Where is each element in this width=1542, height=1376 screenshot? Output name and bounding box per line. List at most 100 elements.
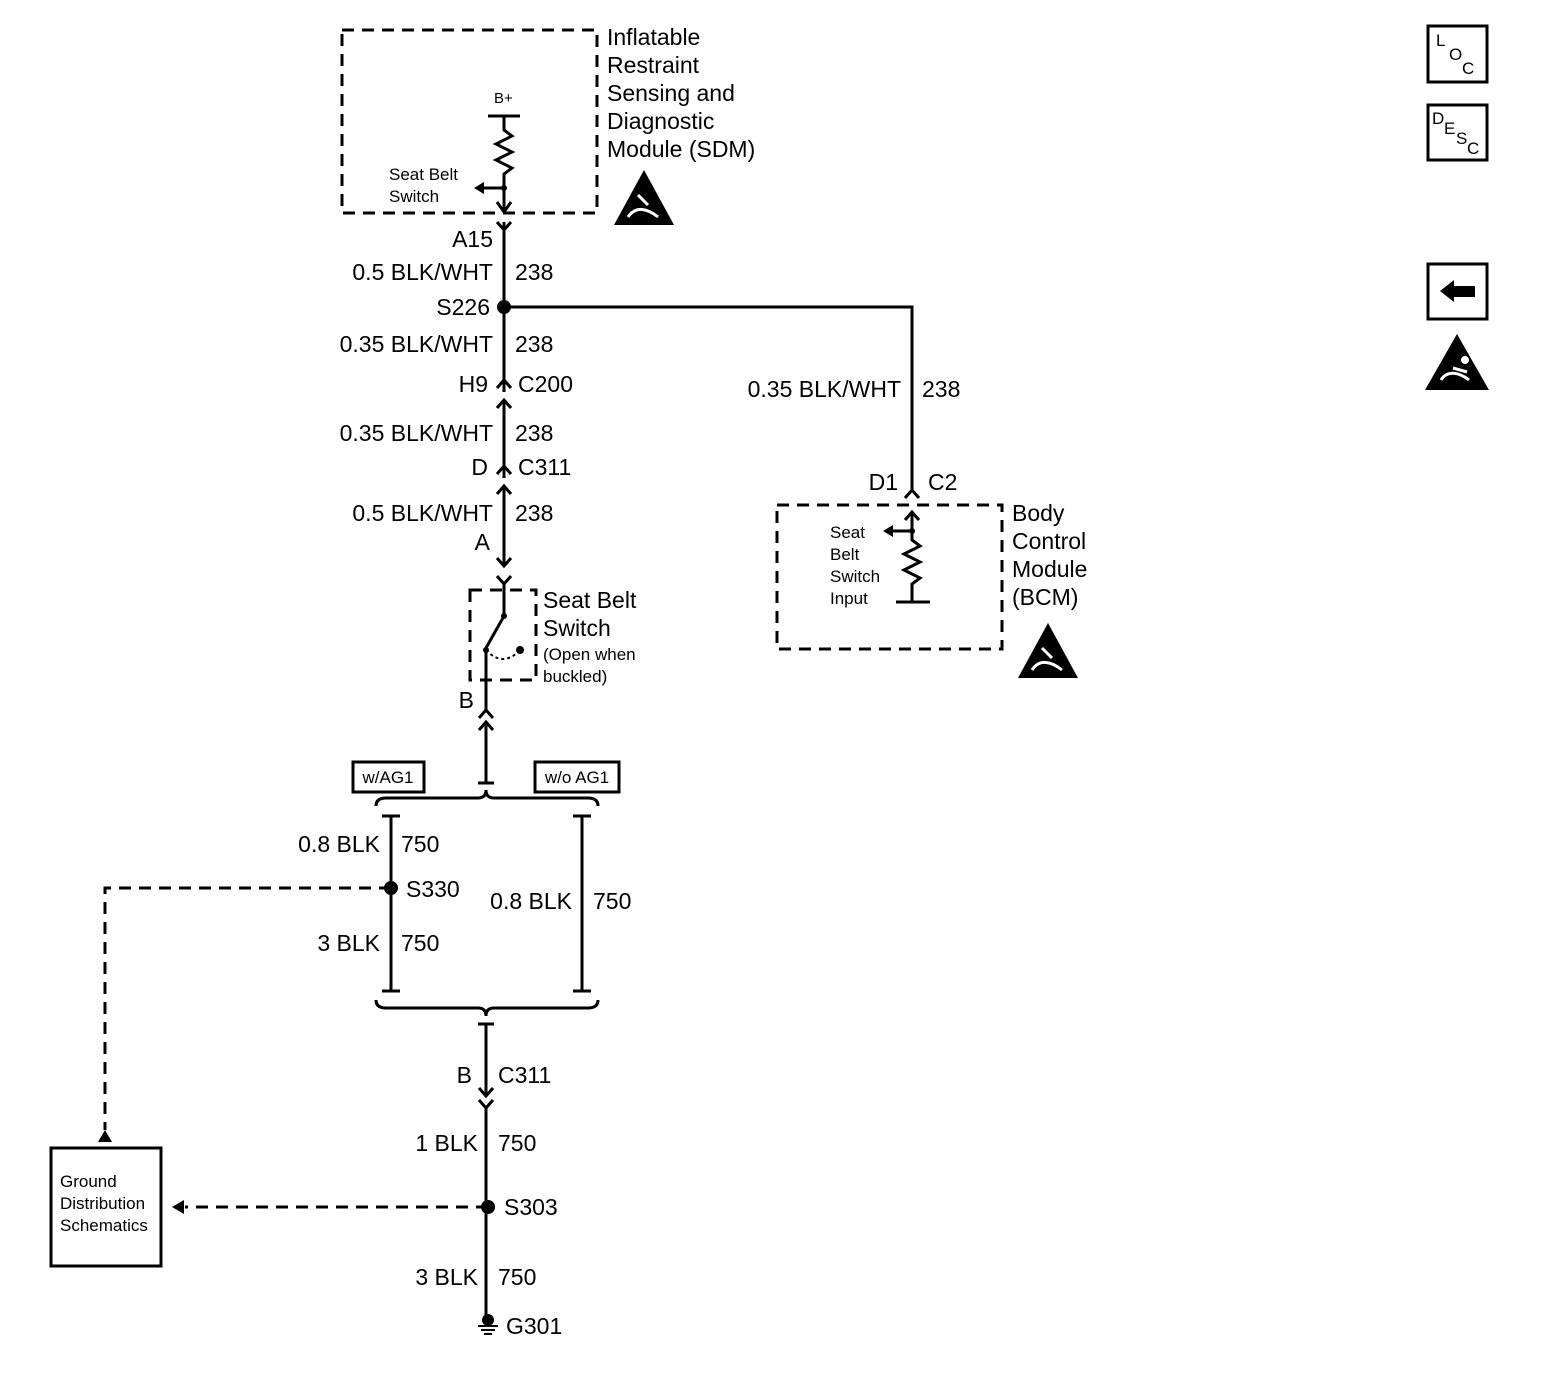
loc-letter-c: C bbox=[1462, 59, 1474, 78]
wire-circuit: 750 bbox=[498, 1264, 536, 1290]
bcm-label-line3: Module bbox=[1012, 556, 1087, 582]
with-ag1-path: 0.8 BLK 750 S330 3 BLK 750 bbox=[98, 814, 460, 1142]
desc-letter-d: D bbox=[1432, 109, 1444, 128]
switch-note-line1: (Open when bbox=[543, 645, 636, 664]
upper-option-brace bbox=[374, 789, 600, 807]
ground-distribution-link[interactable]: Ground Distribution Schematics bbox=[49, 1146, 163, 1268]
switch-label-line2: Switch bbox=[543, 615, 611, 641]
airbag-warning-icon[interactable] bbox=[1425, 334, 1489, 390]
sdm-label-line1: Inflatable bbox=[607, 24, 700, 50]
ground-distribution-line2: Distribution bbox=[60, 1194, 145, 1213]
option-selector: w/AG1 w/o AG1 bbox=[351, 760, 621, 1017]
option-with-ag1: w/AG1 bbox=[361, 768, 413, 787]
c311-b-pin-label: B bbox=[457, 1062, 472, 1088]
wire-circuit: 238 bbox=[515, 259, 553, 285]
sdm-input-label-line1: Seat Belt bbox=[389, 165, 458, 184]
wire-gauge: 0.5 BLK/WHT bbox=[352, 259, 493, 285]
sdm-label-line3: Sensing and bbox=[607, 80, 735, 106]
c200-pin-label: H9 bbox=[459, 371, 488, 397]
without-ag1-path: 0.8 BLK 750 bbox=[490, 814, 631, 993]
switch-note-line2: buckled) bbox=[543, 667, 607, 686]
wire-gauge: 0.35 BLK/WHT bbox=[340, 331, 493, 357]
ground-label: G301 bbox=[506, 1313, 562, 1339]
ground-distribution-box[interactable] bbox=[49, 1146, 163, 1268]
splice-label: S330 bbox=[406, 876, 460, 902]
bcm-input-label-line4: Input bbox=[830, 589, 868, 608]
sdm-label-line4: Diagnostic bbox=[607, 108, 714, 134]
sdm-input-arrow bbox=[474, 182, 484, 194]
seat-belt-switch: Seat Belt Switch (Open when buckled) B bbox=[459, 584, 637, 785]
lower-option-brace bbox=[374, 999, 600, 1017]
switch-pin-a-label: A bbox=[475, 529, 491, 555]
connector-c200-male bbox=[495, 377, 513, 389]
bcm-input-label-line3: Switch bbox=[830, 567, 880, 586]
wire-gauge: 0.35 BLK/WHT bbox=[748, 376, 901, 402]
bcm-label-line1: Body bbox=[1012, 500, 1065, 526]
desc-letter-c: C bbox=[1467, 139, 1479, 158]
bcm-input-label-line1: Seat bbox=[830, 523, 865, 542]
bcm-pullup-resistor bbox=[900, 512, 924, 602]
sdm-label-line5: Module (SDM) bbox=[607, 136, 755, 162]
switch-label-line1: Seat Belt bbox=[543, 587, 637, 613]
bcm-input-label-line2: Belt bbox=[830, 545, 860, 564]
ground-reference-dashed-line bbox=[103, 886, 391, 1130]
ground-distribution-line1: Ground bbox=[60, 1172, 117, 1191]
ground-circuit-750: B C311 1 BLK 750 S303 3 BLK 750 G301 bbox=[172, 1022, 562, 1339]
sdm-pullup-resistor bbox=[492, 116, 516, 212]
splice-label: S226 bbox=[436, 294, 490, 320]
wire-gauge: 1 BLK bbox=[415, 1130, 478, 1156]
option-with-ag1-box bbox=[351, 760, 426, 794]
connector-c311-male bbox=[495, 463, 513, 475]
desc-letter-e: E bbox=[1444, 119, 1455, 138]
c311-b-connector-label: C311 bbox=[498, 1062, 551, 1088]
ground-distribution-line3: Schematics bbox=[60, 1216, 148, 1235]
sdm-pin-label: A15 bbox=[452, 226, 493, 252]
option-without-ag1-box bbox=[533, 760, 621, 794]
wire-circuit: 750 bbox=[401, 930, 439, 956]
bcm-label-line2: Control bbox=[1012, 528, 1086, 554]
wire-circuit: 750 bbox=[498, 1130, 536, 1156]
bcm-input-arrow bbox=[883, 525, 893, 537]
esd-warning-icon bbox=[1018, 623, 1078, 678]
wire-circuit: 238 bbox=[515, 500, 553, 526]
sdm-inner-arrow bbox=[495, 201, 513, 215]
c311-label: C311 bbox=[518, 454, 571, 480]
bcm-connector-label: C2 bbox=[928, 469, 957, 495]
c200-label: C200 bbox=[518, 371, 573, 397]
switch-pin-b-label: B bbox=[459, 687, 474, 713]
bcm-module: Body Control Module (BCM) Seat Belt Swit… bbox=[775, 500, 1087, 678]
wire-circuit: 238 bbox=[515, 331, 553, 357]
wire-gauge: 0.5 BLK/WHT bbox=[352, 500, 493, 526]
wire-gauge: 0.8 BLK bbox=[490, 888, 572, 914]
esd-warning-icon bbox=[614, 170, 674, 225]
wire-gauge: 0.35 BLK/WHT bbox=[340, 420, 493, 446]
wire-gauge: 3 BLK bbox=[317, 930, 380, 956]
wire-circuit: 750 bbox=[593, 888, 631, 914]
desc-letter-s: S bbox=[1456, 129, 1467, 148]
sdm-module: Inflatable Restraint Sensing and Diagnos… bbox=[340, 24, 755, 225]
back-arrow-icon[interactable] bbox=[1426, 262, 1489, 321]
loc-letter-o: O bbox=[1449, 45, 1462, 64]
sdm-label-line2: Restraint bbox=[607, 52, 700, 78]
switch-contact-blade bbox=[484, 615, 506, 649]
wire-circuit: 750 bbox=[401, 831, 439, 857]
loc-letter-l: L bbox=[1436, 31, 1445, 50]
option-without-ag1: w/o AG1 bbox=[544, 768, 609, 787]
wire-gauge: 0.8 BLK bbox=[298, 831, 380, 857]
bcm-dashed-box bbox=[775, 503, 1004, 651]
sdm-input-label-line2: Switch bbox=[389, 187, 439, 206]
bcm-label-line4: (BCM) bbox=[1012, 584, 1078, 610]
bcm-pin-label: D1 bbox=[869, 469, 898, 495]
main-circuit-238: A15 0.5 BLK/WHT 238 S226 0.35 BLK/WHT 23… bbox=[340, 221, 573, 587]
sdm-supply-label: B+ bbox=[494, 90, 513, 107]
c311-pin-label: D bbox=[471, 454, 488, 480]
wire-circuit: 238 bbox=[922, 376, 960, 402]
switch-dashed-box bbox=[468, 588, 538, 682]
splice-label: S303 bbox=[504, 1194, 558, 1220]
nav-loc-button[interactable]: L O C bbox=[1426, 24, 1489, 84]
wire-circuit: 238 bbox=[515, 420, 553, 446]
bcm-branch-circuit-238: 0.35 BLK/WHT 238 D1 C2 bbox=[504, 305, 960, 499]
sdm-dashed-box bbox=[340, 28, 599, 215]
nav-desc-button[interactable]: D E S C bbox=[1426, 103, 1489, 162]
